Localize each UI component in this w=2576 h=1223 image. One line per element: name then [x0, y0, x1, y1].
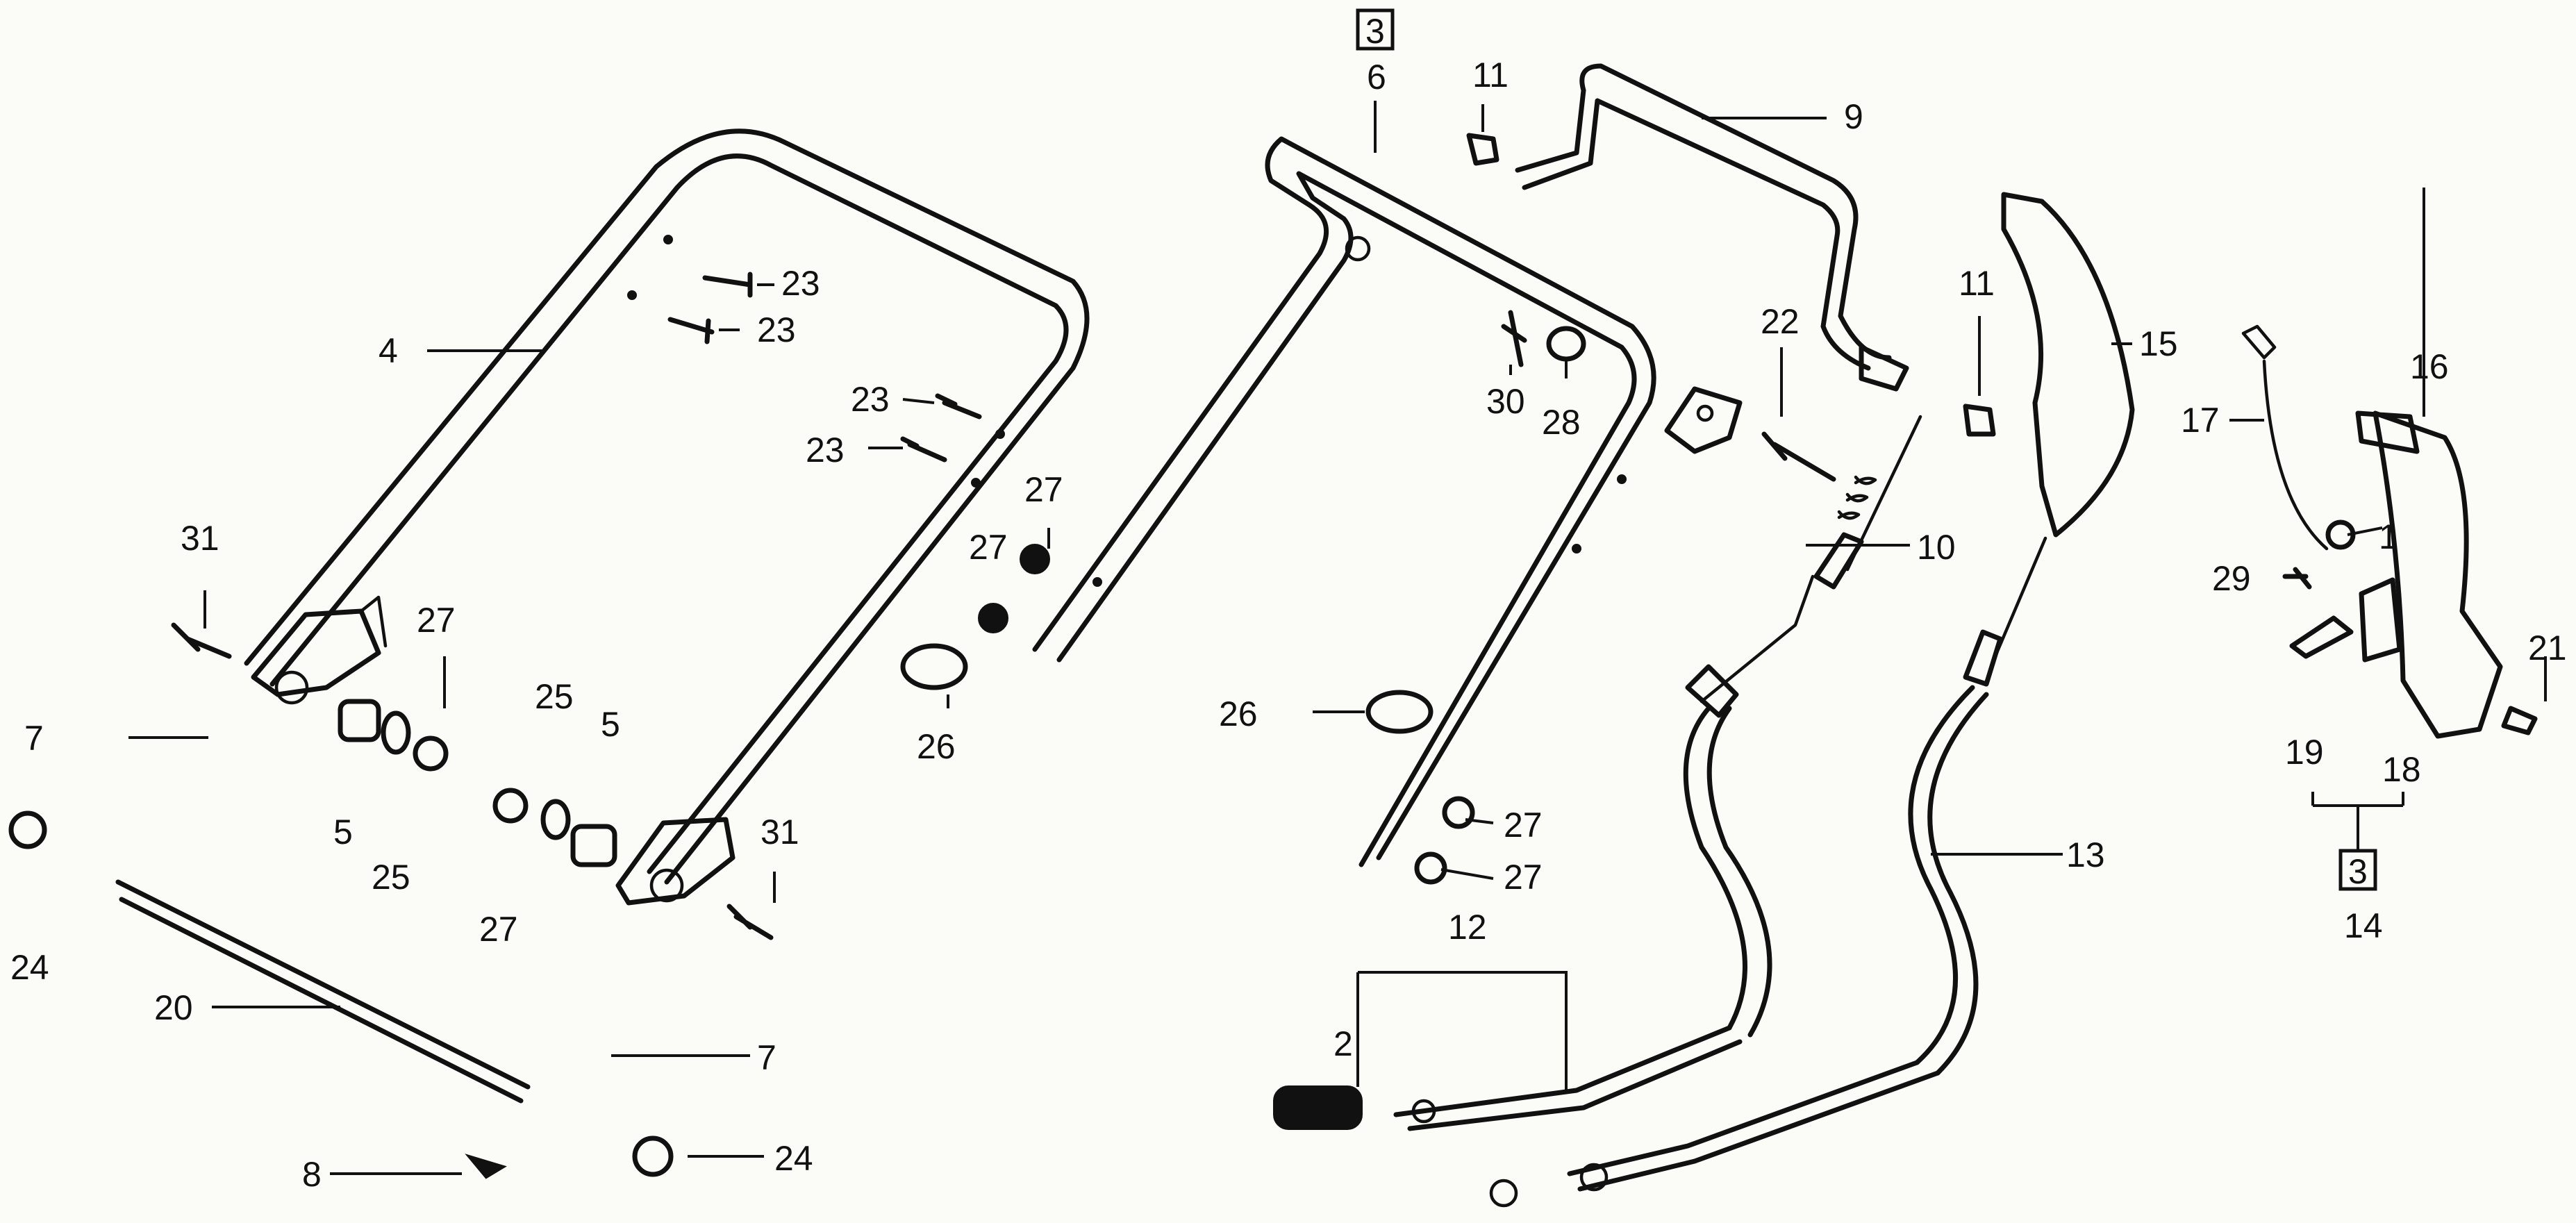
callout-label: 1	[2379, 517, 2398, 556]
assembly-box-right	[2338, 849, 2377, 891]
callout-label: 14	[2344, 906, 2383, 945]
callout-label: 31	[761, 813, 799, 851]
callout-label: 24	[774, 1139, 813, 1178]
callout-label: 24	[10, 948, 49, 987]
cable-assembly-part	[1273, 415, 2047, 1208]
callout-label: 26	[917, 727, 956, 766]
callout-label: 5	[333, 813, 353, 851]
callout-label: 15	[2139, 324, 2178, 363]
callout-label: 25	[372, 858, 410, 897]
callout-label: 27	[417, 601, 456, 640]
callout-label: 10	[1917, 528, 1956, 567]
callout-label: 2	[1333, 1024, 1353, 1063]
callout-label: 23	[757, 310, 796, 349]
callout-label: 3	[1365, 12, 1385, 51]
callout-label: 18	[2382, 750, 2421, 789]
callout-label: 3	[2348, 852, 2368, 891]
control-lever-part	[2001, 192, 2503, 739]
callout-label: 12	[1448, 908, 1487, 947]
small-parts	[8, 133, 2538, 1179]
callout-label: 21	[2528, 629, 2567, 667]
callout-label: 29	[2212, 559, 2251, 598]
callout-label: 16	[2410, 347, 2449, 386]
control-rod-part	[1515, 63, 1909, 392]
callout-label: 30	[1486, 382, 1525, 421]
callout-label: 31	[181, 519, 219, 558]
callout-label: 5	[601, 705, 620, 744]
callout-label: 11	[1472, 56, 1509, 94]
callout-label: 13	[2066, 835, 2105, 874]
callout-label: 7	[757, 1038, 776, 1077]
cross-rod-part	[115, 879, 531, 1104]
callout-label: 7	[24, 719, 44, 758]
callout-label: 19	[2285, 733, 2324, 772]
callout-label: 27	[1024, 470, 1063, 509]
callout-label: 4	[379, 331, 398, 370]
lower-handle-part	[244, 128, 1090, 906]
callout-label: 8	[302, 1155, 322, 1194]
callout-label: 11	[1959, 264, 1995, 303]
leader-lines	[128, 101, 2547, 1175]
callout-label: 22	[1761, 302, 1800, 341]
callout-label: 17	[2181, 401, 2220, 440]
callout-label: 25	[535, 677, 574, 716]
callout-label: 23	[806, 431, 845, 469]
callout-label: 28	[1542, 403, 1581, 442]
callout-label: 26	[1219, 694, 1258, 733]
upper-handle-part	[1032, 136, 1743, 867]
callout-label: 27	[1504, 858, 1543, 897]
callout-label: 27	[969, 528, 1008, 567]
callout-label: 27	[479, 910, 518, 949]
callout-label: 6	[1367, 58, 1386, 97]
callout-label: 23	[851, 380, 890, 419]
assembly-box-top	[1356, 8, 1395, 51]
callout-label: 27	[1504, 806, 1543, 845]
callout-label: 9	[1844, 97, 1863, 136]
callout-label: 23	[781, 264, 820, 303]
callout-label: 20	[154, 988, 193, 1027]
